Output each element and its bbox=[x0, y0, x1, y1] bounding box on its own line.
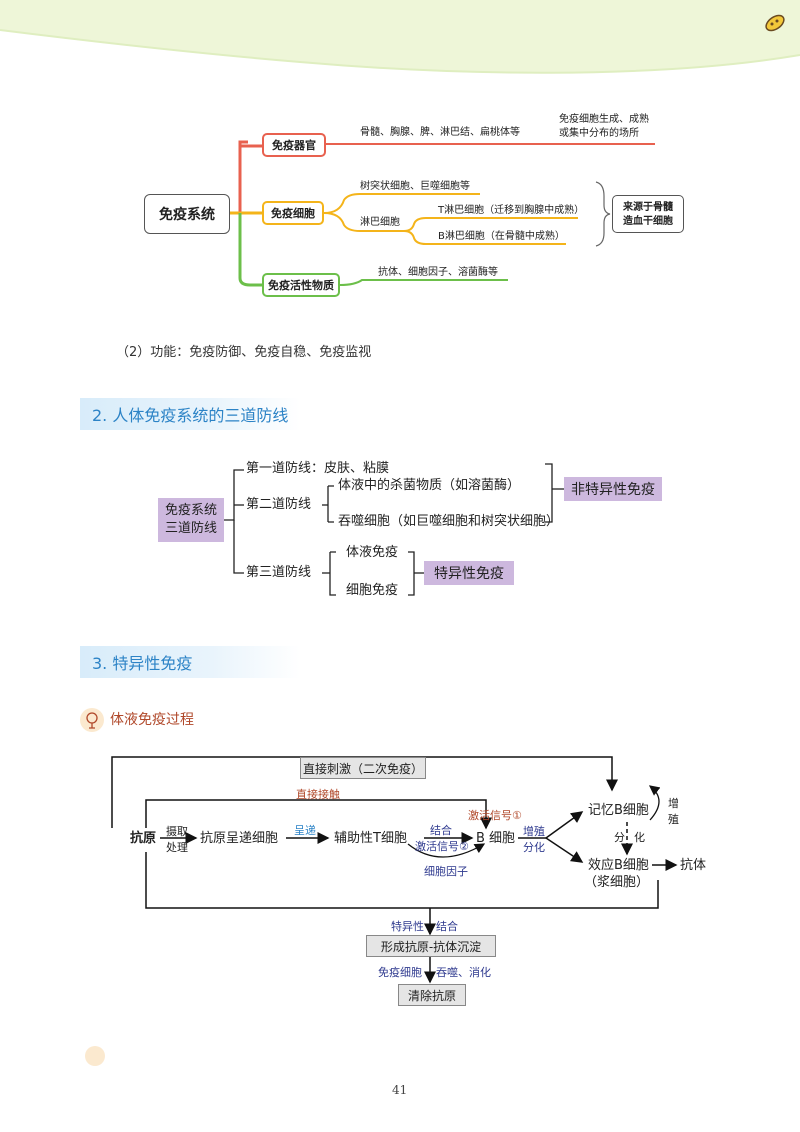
uptake-1: 摄取 bbox=[166, 825, 188, 838]
immune-cell-label: 免疫细胞 bbox=[378, 966, 422, 979]
second-line-a: 体液中的杀菌物质（如溶菌酶） bbox=[338, 478, 521, 493]
cells-item1: 树突状细胞、巨噬细胞等 bbox=[360, 181, 470, 192]
present-label: 呈递 bbox=[294, 824, 316, 837]
plasma-1: 效应B细胞 bbox=[588, 858, 649, 873]
first-line: 第一道防线：皮肤、粘膜 bbox=[246, 461, 390, 476]
plasma-2: （浆细胞） bbox=[584, 875, 650, 890]
cytokine-label: 细胞因子 bbox=[424, 865, 468, 878]
helper-t: 辅助性T细胞 bbox=[334, 831, 407, 846]
precipitate-box: 形成抗原-抗体沉淀 bbox=[366, 935, 496, 957]
antigen: 抗原 bbox=[130, 831, 157, 846]
zengzhi-1: 增 bbox=[668, 797, 679, 810]
second-line: 第二道防线 bbox=[246, 497, 312, 512]
signal2-label: 激活信号② bbox=[415, 840, 469, 853]
direct-stim-box: 直接刺激（二次免疫） bbox=[300, 757, 426, 779]
specific-box: 特异性免疫 bbox=[424, 561, 514, 585]
fenhua-2: 化 bbox=[634, 831, 645, 844]
second-line-b: 吞噬细胞（如巨噬细胞和树突状细胞） bbox=[338, 514, 560, 529]
third-line-a: 体液免疫 bbox=[346, 545, 399, 560]
specific-bind-1: 特异性 bbox=[391, 920, 424, 933]
origin-box: 来源于骨髓 造血干细胞 bbox=[612, 195, 684, 233]
active-node: 免疫活性物质 bbox=[262, 273, 340, 297]
tree-icon bbox=[80, 708, 104, 732]
antibody: 抗体 bbox=[680, 858, 707, 873]
signal1-label: 激活信号① bbox=[468, 809, 522, 822]
b-cell-label: B淋巴细胞（在骨髓中成熟） bbox=[438, 231, 565, 242]
prolif-1: 增殖 bbox=[523, 825, 545, 838]
clear-box: 清除抗原 bbox=[398, 984, 466, 1006]
subtitle: 体液免疫过程 bbox=[110, 712, 194, 728]
third-line-b: 细胞免疫 bbox=[346, 583, 399, 598]
defense-root-2: 三道防线 bbox=[164, 521, 217, 536]
t-cell-label: T淋巴细胞（迁移到胸腺中成熟） bbox=[438, 205, 585, 216]
uptake-2: 处理 bbox=[166, 841, 188, 854]
organs-note-2: 或集中分布的场所 bbox=[559, 128, 639, 139]
defense-root: 免疫系统 三道防线 bbox=[158, 498, 224, 542]
section2-title: 2. 人体免疫系统的三道防线 bbox=[80, 398, 300, 430]
page-number: 41 bbox=[392, 1083, 408, 1097]
mindmap-root: 免疫系统 bbox=[144, 194, 230, 234]
phago-label: 吞噬、消化 bbox=[436, 966, 491, 979]
organs-node: 免疫器官 bbox=[262, 133, 326, 157]
section3-title: 3. 特异性免疫 bbox=[80, 646, 300, 678]
origin-line-1: 来源于骨髓 bbox=[623, 202, 673, 213]
third-line: 第三道防线 bbox=[246, 565, 312, 580]
defense-root-1: 免疫系统 bbox=[164, 503, 217, 518]
bind-label: 结合 bbox=[430, 824, 452, 837]
b-cell: B 细胞 bbox=[476, 831, 516, 846]
function-text: （2）功能：免疫防御、免疫自稳、免疫监视 bbox=[116, 345, 372, 360]
apc: 抗原呈递细胞 bbox=[200, 831, 279, 846]
organs-note-1: 免疫细胞生成、成熟 bbox=[559, 114, 649, 125]
specific-bind-2: 结合 bbox=[436, 920, 458, 933]
zengzhi-2: 殖 bbox=[668, 813, 679, 826]
fenhua-1: 分 bbox=[614, 831, 625, 844]
cells-node: 免疫细胞 bbox=[262, 201, 324, 225]
organs-desc: 骨髓、胸腺、脾、淋巴结、扁桃体等 bbox=[360, 127, 520, 138]
prolif-2: 分化 bbox=[523, 841, 545, 854]
lymph-label: 淋巴细胞 bbox=[360, 217, 400, 228]
memory-b: 记忆B细胞 bbox=[588, 803, 649, 818]
active-desc: 抗体、细胞因子、溶菌酶等 bbox=[378, 267, 498, 278]
bacteria-icon bbox=[762, 10, 788, 36]
direct-contact-label: 直接接触 bbox=[296, 788, 340, 801]
origin-line-2: 造血干细胞 bbox=[623, 216, 673, 227]
nonspecific-box: 非特异性免疫 bbox=[564, 477, 662, 501]
